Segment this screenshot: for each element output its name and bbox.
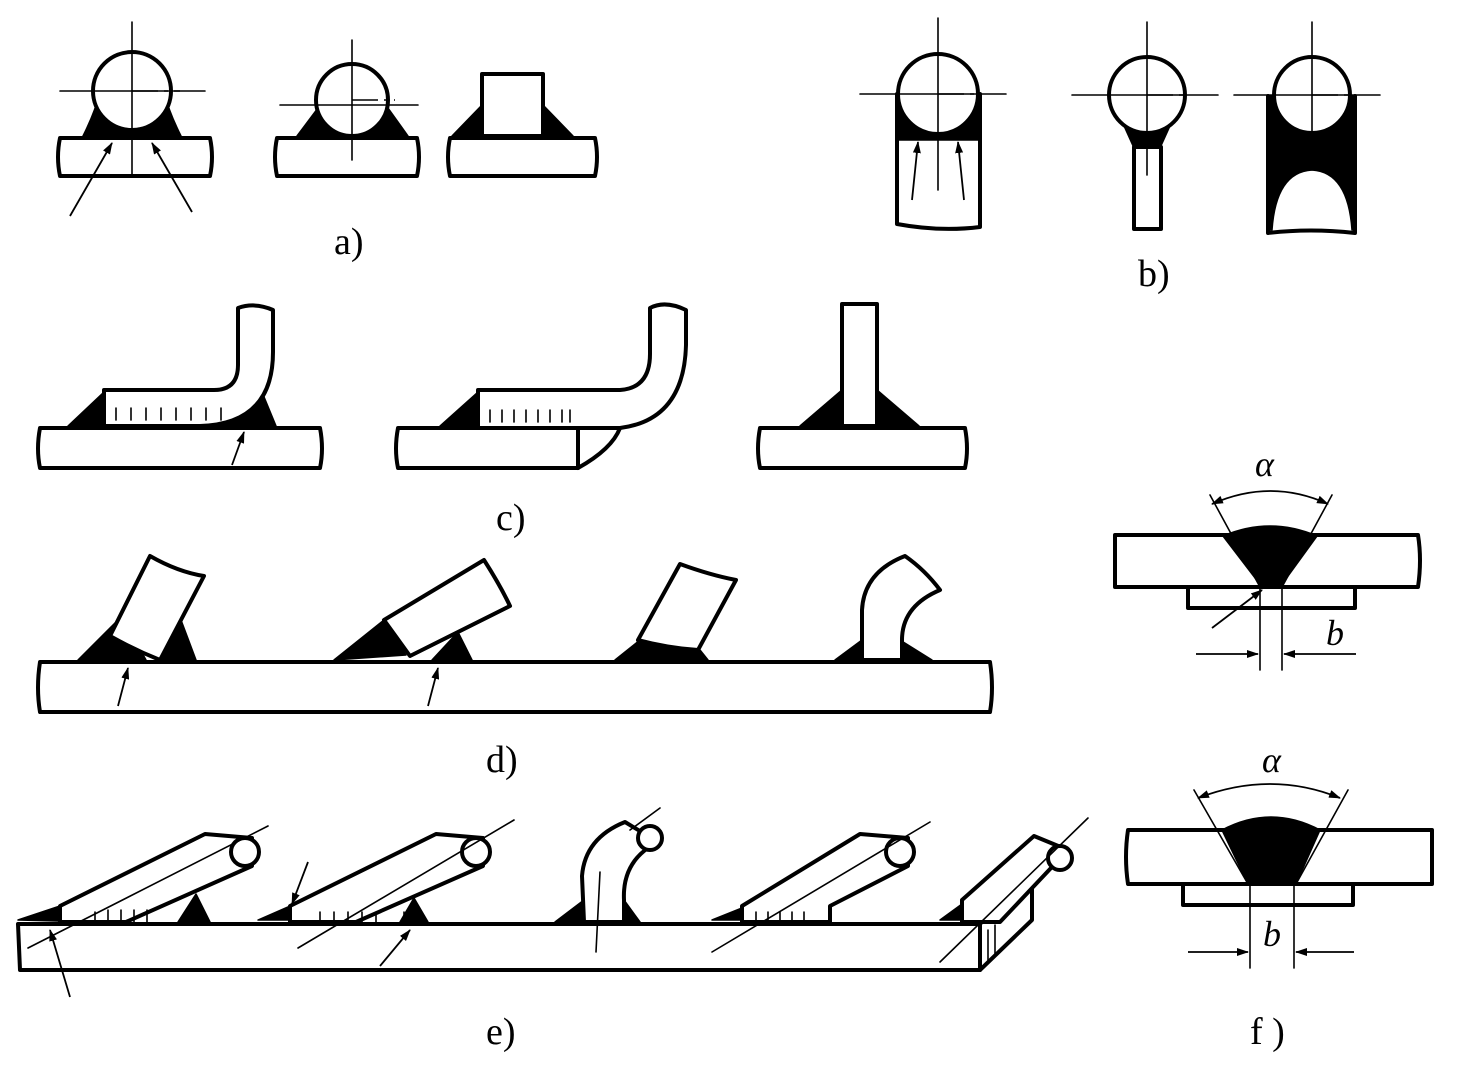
- panel-label-a: a): [334, 221, 364, 263]
- panel-e-inclined-round-bar-5: [939, 817, 1089, 963]
- panel-d: [36, 554, 994, 714]
- panel-c-bent-bar-joint-2: [394, 302, 688, 470]
- panel-label-f: f ): [1250, 1011, 1285, 1053]
- angle-label-alpha-upper: α: [1255, 444, 1275, 484]
- panel-label-d: d): [486, 739, 518, 781]
- panel-b: [859, 17, 1381, 235]
- panel-d-inclined-bar-1: [77, 554, 206, 707]
- panel-b-bar-on-narrow-strip: [1071, 21, 1219, 231]
- panel-c-bent-bar-joint-1: [36, 303, 324, 470]
- panel-e-inclined-round-bar-4: [711, 821, 931, 953]
- panel-e-inclined-round-bar-2: [257, 819, 515, 967]
- panel-a-round-bar-joint: [56, 21, 214, 217]
- panel-d-inclined-bar-3: [614, 562, 738, 661]
- panel-a-round-bar-joint-2: [273, 39, 421, 178]
- panel-a-square-bar-joint: [446, 72, 599, 178]
- panel-label-e: e): [486, 1011, 516, 1053]
- panel-f-upper-butt-joint: [1113, 490, 1422, 671]
- gap-label-b-upper: b: [1326, 613, 1344, 653]
- panel-c: [36, 302, 969, 470]
- panel-e-inclined-round-bar-1: [17, 825, 269, 998]
- panel-b-bar-in-saddle: [1233, 21, 1381, 235]
- panel-d-curved-bar: [834, 554, 942, 662]
- panel-e: [16, 807, 1089, 998]
- panel-c-straight-bar-joint: [756, 302, 969, 470]
- panel-label-b: b): [1138, 253, 1170, 295]
- angle-label-alpha-lower: α: [1262, 740, 1282, 780]
- panel-e-curved-round-bar: [554, 807, 664, 953]
- panel-f-lower-butt-joint: [1124, 783, 1434, 969]
- panel-a: [56, 21, 599, 217]
- panel-b-bar-on-strip: [859, 17, 1007, 231]
- panel-label-c: c): [496, 497, 526, 539]
- panel-d-inclined-bar-2: [333, 558, 512, 707]
- gap-label-b-lower: b: [1263, 914, 1281, 954]
